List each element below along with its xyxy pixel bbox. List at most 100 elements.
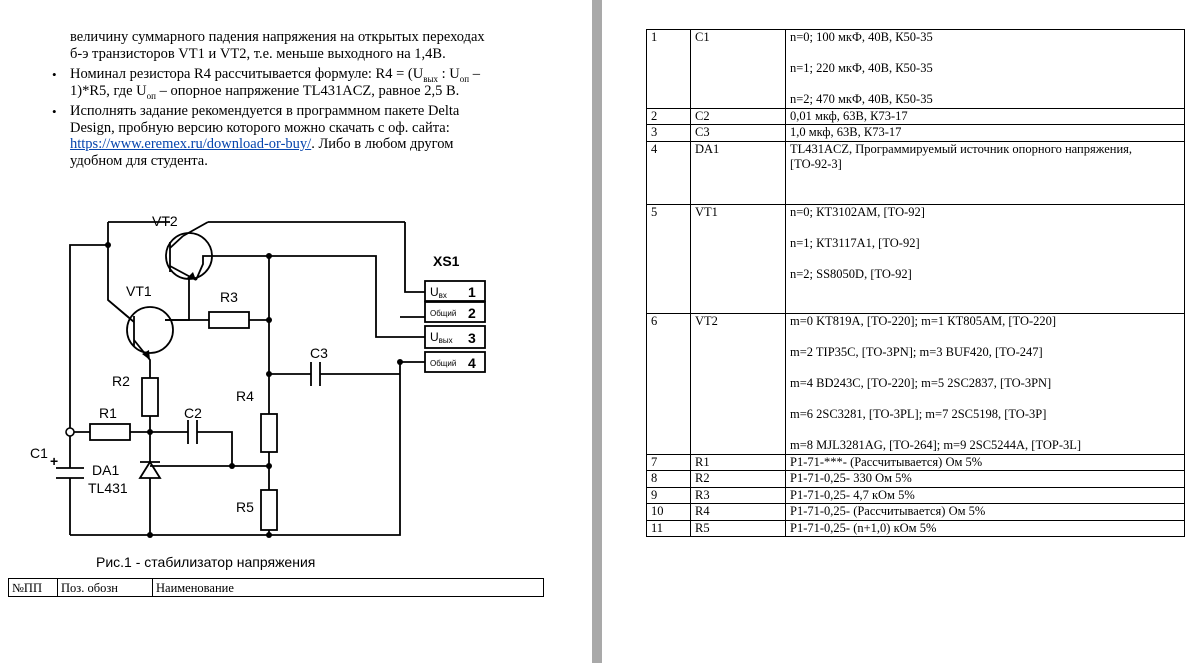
- bom-description: Р1-71-***- (Рассчитывается) Ом 5%: [785, 453, 1185, 471]
- header-cell: №ПП: [8, 578, 58, 597]
- download-link[interactable]: https://www.eremex.ru/download-or-buy/: [70, 136, 312, 152]
- bom-description-line: [790, 251, 1180, 267]
- bom-description-line: 0,01 мкф, 63В, К73-17: [790, 108, 908, 123]
- bom-description-line: [790, 392, 1180, 408]
- c1-label: C1: [30, 445, 48, 461]
- bom-description-line: n=2; 470 мкФ, 40В, К50-35: [790, 92, 933, 106]
- bom-description-line: n=0; 100 мкФ, 40В, К50-35: [790, 30, 933, 44]
- paragraph-top: величину суммарного падения напряжения н…: [70, 29, 550, 62]
- vt2-label: VT2: [152, 213, 178, 229]
- bom-number: 3: [646, 124, 691, 142]
- bom-number: 2: [646, 107, 691, 125]
- bom-number: 11: [646, 519, 691, 537]
- bom-description-line: m=4 BD243C, [TO-220]; m=5 2SC2837, [TO-3…: [790, 376, 1052, 390]
- bom-description-line: m=8 MJL3281AG, [TO-264]; m=9 2SC5244A, […: [790, 438, 1082, 452]
- bom-position: DA1: [690, 140, 786, 205]
- bullet-r4: Номинал резистора R4 рассчитывается форм…: [70, 66, 480, 101]
- bom-number: 8: [646, 470, 691, 488]
- bullet-marker: •: [52, 104, 57, 119]
- bom-position: C1: [690, 29, 786, 109]
- bom-description: n=0; 100 мкФ, 40В, К50-35 n=1; 220 мкФ, …: [785, 29, 1185, 109]
- header-cell: Поз. обозн: [57, 578, 153, 597]
- bom-description-line: [790, 330, 1180, 346]
- bom-description-line: [790, 423, 1180, 439]
- bom-description-line: [790, 188, 1180, 204]
- c3-label: C3: [310, 345, 328, 361]
- bom-description-line: Р1-71-0,25- (n+1,0) кОм 5%: [790, 520, 937, 535]
- r5-label: R5: [236, 499, 254, 515]
- bom-description-line: m=6 2SC3281, [TO-3PL]; m=7 2SC5198, [TO-…: [790, 407, 1047, 421]
- bom-description: n=0; КТ3102АМ, [TO-92] n=1; КТ3117А1, [T…: [785, 203, 1185, 314]
- bom-position: R2: [690, 470, 786, 488]
- bom-description: Р1-71-0,25- 4,7 кОм 5%: [785, 486, 1185, 504]
- bom-description: Р1-71-0,25- 330 Ом 5%: [785, 470, 1185, 488]
- header-table: №ПП Поз. обозн Наименование: [8, 578, 544, 597]
- bom-number: 5: [646, 203, 691, 314]
- bom-description-line: [790, 46, 1180, 62]
- pin2-name: Общий: [430, 309, 456, 318]
- bom-number: 6: [646, 313, 691, 455]
- xs1-label: XS1: [433, 253, 460, 269]
- c1-plus: +: [50, 453, 58, 469]
- bom-position: VT1: [690, 203, 786, 314]
- bom-description: 1,0 мкф, 63В, К73-17: [785, 124, 1185, 142]
- da1-label: DA1: [92, 462, 119, 478]
- bom-number: 1: [646, 29, 691, 109]
- bom-number: 4: [646, 140, 691, 205]
- bom-description-line: Р1-71-***- (Рассчитывается) Ом 5%: [790, 454, 983, 469]
- bom-description: Р1-71-0,25- (Рассчитывается) Ом 5%: [785, 503, 1185, 521]
- bom-description-line: [TO-92-3]: [790, 157, 842, 171]
- pin1-number: 1: [468, 284, 476, 300]
- bom-number: 10: [646, 503, 691, 521]
- bullet-marker: •: [52, 67, 57, 82]
- bom-description-line: [790, 361, 1180, 377]
- tl431-label: TL431: [88, 480, 128, 496]
- bom-description: m=0 KT819A, [TO-220]; m=1 КТ805АМ, [TO-2…: [785, 313, 1185, 455]
- bom-description-line: m=0 KT819A, [TO-220]; m=1 КТ805АМ, [TO-2…: [790, 314, 1057, 328]
- bom-description: Р1-71-0,25- (n+1,0) кОм 5%: [785, 519, 1185, 537]
- header-cell: Наименование: [152, 578, 544, 597]
- figure-caption: Рис.1 - стабилизатор напряжения: [96, 554, 316, 570]
- pin4-number: 4: [468, 355, 476, 371]
- pin3-number: 3: [468, 330, 476, 346]
- bom-description-line: Р1-71-0,25- 330 Ом 5%: [790, 471, 912, 485]
- bom-position: VT2: [690, 313, 786, 455]
- r1-label: R1: [99, 405, 117, 421]
- bom-description-line: [790, 298, 1180, 314]
- pin1-name: Uвх: [430, 285, 447, 300]
- r2-label: R2: [112, 373, 130, 389]
- r4-label: R4: [236, 388, 254, 404]
- bom-description: 0,01 мкф, 63В, К73-17: [785, 107, 1185, 125]
- bom-description-line: n=2; SS8050D, [TO-92]: [790, 266, 912, 281]
- pin3-name: Uвых: [430, 330, 453, 345]
- bom-position: R5: [690, 519, 786, 537]
- bom-description: TL431ACZ, Программируемый источник опорн…: [785, 140, 1185, 205]
- bom-description-line: Р1-71-0,25- (Рассчитывается) Ом 5%: [790, 504, 986, 518]
- page-gutter: [592, 0, 602, 663]
- bom-position: R4: [690, 503, 786, 521]
- c2-label: C2: [184, 405, 202, 421]
- r3-label: R3: [220, 289, 238, 305]
- bom-position: R1: [690, 453, 786, 471]
- bom-position: R3: [690, 486, 786, 504]
- bom-position: C3: [690, 124, 786, 142]
- circuit-schematic: VT2 VT1 R3 R2 R1 C2 C3 R4 R5 C1 + DA1 TL…: [30, 213, 486, 538]
- bom-description-line: TL431ACZ, Программируемый источник опорн…: [790, 141, 1133, 156]
- pin4-name: Общий: [430, 359, 456, 368]
- bullet-delta: Исполнять задание рекомендуется в програ…: [70, 103, 460, 169]
- bom-description-line: n=1; 220 мкФ, 40В, К50-35: [790, 61, 933, 75]
- bom-description-line: [790, 173, 1180, 189]
- bom-description-line: 1,0 мкф, 63В, К73-17: [790, 125, 902, 139]
